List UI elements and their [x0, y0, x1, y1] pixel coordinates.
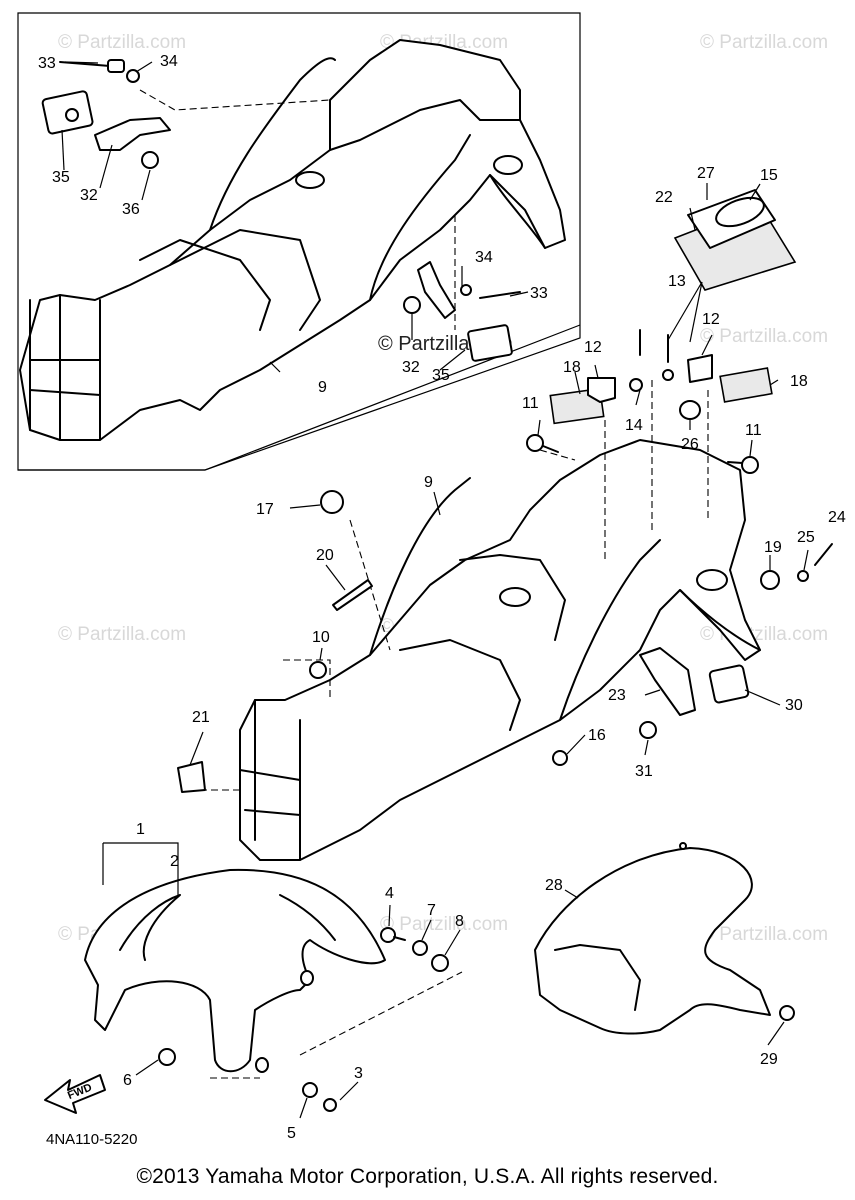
callout-10: 10 [312, 629, 330, 646]
part-7-collar [412, 940, 428, 956]
part-25-washer [797, 570, 809, 582]
part-5-collar [302, 1082, 318, 1098]
callout-18: 18 [790, 373, 808, 390]
callout-2: 2 [170, 853, 179, 870]
part-24-screw [814, 543, 833, 566]
part-8-washer [431, 954, 449, 972]
part-3-bolt [323, 1098, 337, 1112]
front-fender [84, 868, 386, 1073]
callout-36: 36 [122, 201, 140, 218]
part-17-cap [320, 490, 344, 514]
callout-35: 35 [52, 169, 70, 186]
inset-fender-assembly [19, 39, 566, 441]
callout-6: 6 [123, 1072, 132, 1089]
callout-13: 13 [668, 273, 686, 290]
part-11-bolts [526, 434, 759, 474]
callout-3: 3 [354, 1065, 363, 1082]
inset-small-parts-right [403, 261, 521, 362]
callout-20: 20 [316, 547, 334, 564]
callout-24: 24 [828, 509, 846, 526]
part-10-bolt [309, 661, 327, 679]
callout-19: 19 [764, 539, 782, 556]
callout-32: 32 [402, 359, 420, 376]
callout-14: 14 [625, 417, 643, 434]
watermark: © Partzilla.com [700, 326, 828, 347]
part-16-screw [552, 750, 568, 766]
part-21-clamp [177, 761, 206, 793]
callout-8: 8 [455, 913, 464, 930]
rear-fender-28 [534, 842, 795, 1035]
callout-25: 25 [797, 529, 815, 546]
callout-22: 22 [655, 189, 673, 206]
inset-small-parts-top [41, 59, 171, 169]
watermark: © Partzilla.com [700, 32, 828, 53]
part-31-nut [639, 721, 657, 739]
callout-23: 23 [608, 687, 626, 704]
callout-32: 32 [80, 187, 98, 204]
diagram-code: 4NA110-5220 [46, 1131, 138, 1148]
part-22-pad [673, 189, 797, 291]
callout-1: 1 [136, 821, 145, 838]
callout-11: 11 [522, 395, 539, 412]
fwd-arrow: FWD [44, 1074, 106, 1114]
watermark: © Partzilla.com [700, 924, 828, 945]
callout-15: 15 [760, 167, 778, 184]
main-fender-assembly [200, 380, 761, 861]
leader-lines [61, 61, 809, 1119]
callout-33: 33 [530, 285, 548, 302]
watermark: © Partzilla.com [380, 914, 508, 935]
part-30-pad [708, 664, 750, 704]
callout-11: 11 [745, 422, 762, 439]
callout-5: 5 [287, 1125, 296, 1142]
callout-9: 9 [424, 474, 433, 491]
callout-34: 34 [160, 53, 178, 70]
inset-frame-edge [18, 324, 581, 471]
callout-17: 17 [256, 501, 274, 518]
watermark: © Partzilla.com [58, 32, 186, 53]
callout-29: 29 [760, 1051, 778, 1068]
callout-4: 4 [385, 885, 394, 902]
callout-16: 16 [588, 727, 606, 744]
callout-33: 33 [38, 55, 56, 72]
callout-7: 7 [427, 902, 436, 919]
watermark: © Partzilla.com [58, 624, 186, 645]
part-6-collar [158, 1048, 176, 1066]
copyright-notice: ©2013 Yamaha Motor Corporation, U.S.A. A… [136, 1165, 719, 1188]
callout-31: 31 [635, 763, 653, 780]
callout-28: 28 [545, 877, 563, 894]
callout-18: 18 [563, 359, 581, 376]
callout-12: 12 [584, 339, 602, 356]
callout-27: 27 [697, 165, 715, 182]
callout-21: 21 [192, 709, 210, 726]
callout-bracket-1 [102, 842, 179, 885]
callout-12: 12 [702, 311, 720, 328]
callout-35: 35 [432, 367, 450, 384]
callout-26: 26 [681, 436, 699, 453]
part-20-strip [332, 579, 373, 611]
part-19-grommet [760, 570, 780, 590]
callout-30: 30 [785, 697, 803, 714]
part-4-bolt [380, 927, 396, 943]
part-23-bracket [639, 647, 696, 716]
callout-34: 34 [475, 249, 493, 266]
callouts: 33 34 35 32 36 34 33 32 35 9 22 27 15 13… [38, 53, 846, 1142]
callout-9: 9 [318, 379, 327, 396]
